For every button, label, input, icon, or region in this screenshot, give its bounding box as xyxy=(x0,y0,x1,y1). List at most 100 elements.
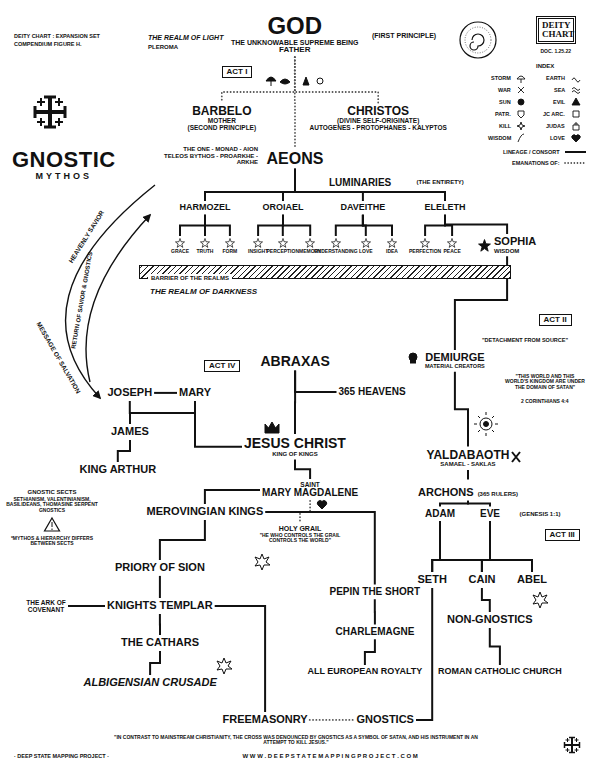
node-subtitle: "HE WHO CONTROLS THE GRAIL CONTROLS THE … xyxy=(254,533,346,544)
node-subtitle: MARY MAGDALENE xyxy=(262,488,358,499)
lineage-line xyxy=(295,371,336,392)
chart-label: MYTHOS xyxy=(36,172,93,182)
legend-sample xyxy=(565,162,586,164)
star-node: LOVE xyxy=(357,236,375,256)
star-symbol xyxy=(361,238,371,248)
node-name: SETH xyxy=(418,574,447,586)
dotted-connector xyxy=(294,57,296,147)
node-name: CHRISTOS xyxy=(310,105,447,118)
dotted-connector xyxy=(310,719,355,721)
savior-arcs xyxy=(66,185,155,398)
star-node: PERFECTION xyxy=(407,236,443,256)
legend-icon xyxy=(518,87,524,93)
name-node: MARY xyxy=(177,385,213,401)
lineage-line xyxy=(159,614,161,635)
chart-label: RETURN OF SAVIOR & GNOSTICS xyxy=(70,251,94,349)
legend-text: JUDAS xyxy=(546,123,565,129)
legend-text: PATR. xyxy=(495,111,511,117)
lineage-line xyxy=(336,215,363,236)
star-symbol xyxy=(278,238,287,247)
name-node: BARBELOMOTHER(SECOND PRINCIPLE) xyxy=(186,103,259,134)
name-node: KNIGHTS TEMPLAR xyxy=(105,598,215,614)
node-name: ACT IV xyxy=(209,362,235,371)
legend-text: LOVE xyxy=(550,135,565,141)
node-name: PEPIN THE SHORT xyxy=(330,587,421,598)
name-node: THE ARK OF COVENANT xyxy=(24,597,68,615)
name-node: GODTHE UNKNOWABLE SUPREME BEINGFATHER xyxy=(229,11,361,57)
node-name: GNOSTICS xyxy=(357,714,414,726)
node-subtitle: (DIVINE SELF-ORIGINATE) xyxy=(310,117,447,124)
name-node: SETH xyxy=(416,572,449,588)
chart-badge: DEITY CHART xyxy=(536,16,576,44)
god-icons xyxy=(266,77,276,81)
name-node: ARCHONS(365 RULERS) xyxy=(414,480,522,501)
chart-label: GNOSTIC SECTS xyxy=(28,489,77,496)
star-symbol xyxy=(306,238,315,247)
legend-text: WAR xyxy=(498,87,511,93)
star-symbol xyxy=(200,238,210,248)
node-name: ELELETH xyxy=(425,203,466,213)
name-node: PEPIN THE SHORT xyxy=(328,585,423,600)
star-symbol xyxy=(478,239,491,252)
lineage-line xyxy=(295,460,310,479)
legend-icon xyxy=(518,99,524,105)
savior-arcs xyxy=(86,215,150,382)
chart-label: LUMINARIES xyxy=(329,177,391,188)
legend-text: KILL xyxy=(499,123,511,129)
god-icons xyxy=(280,79,290,84)
legend-text: STORM xyxy=(491,75,511,81)
figure-icons xyxy=(317,501,326,509)
name-node: ABEL xyxy=(515,572,549,588)
lineage-line xyxy=(440,501,468,507)
chart-label: "THIS WORLD AND THIS WORLD'S KINGDOM ARE… xyxy=(505,374,585,391)
name-node: YALDABAOTHSAMAEL - SAKLAS xyxy=(425,447,512,470)
lineage-line xyxy=(440,521,532,572)
node-subtitle: FATHER xyxy=(231,46,359,55)
lineage-line xyxy=(265,512,375,585)
node-name: HOLY GRAIL xyxy=(254,525,346,533)
star-node: TRUTH xyxy=(195,236,216,256)
node-name: KING ARTHUR xyxy=(80,464,157,476)
node-name: LOVE xyxy=(359,249,373,254)
node-name: ABRAXAS xyxy=(261,354,330,369)
figure-icons xyxy=(52,522,53,530)
node-name: KNIGHTS TEMPLAR xyxy=(107,600,213,612)
node-name: JAMES xyxy=(111,426,149,438)
legend-text: WISDOM xyxy=(488,135,511,141)
lineage-line xyxy=(205,215,230,236)
dotted-connector xyxy=(295,57,378,102)
lineage-line xyxy=(432,521,440,572)
lineage-line xyxy=(294,371,296,434)
lineage-line xyxy=(154,392,177,394)
name-node: THE CATHARS xyxy=(119,635,201,651)
lineage-line xyxy=(482,588,490,612)
chart-label: INDEX xyxy=(536,63,554,70)
chart-label: THE ONE - MONAD - AION TELEOS BYTHOS - P… xyxy=(158,146,258,166)
star-symbol xyxy=(175,238,185,248)
chart-label: DOC. 1.25.22 xyxy=(541,49,572,55)
node-name: DAVEITHE xyxy=(341,203,386,213)
name-node: ABRAXAS xyxy=(259,352,332,371)
star-symbol xyxy=(387,238,397,248)
figure-icons xyxy=(411,360,416,363)
node-name: OROIAEL xyxy=(263,203,304,213)
figure-icons xyxy=(45,353,521,531)
name-node: HOLY GRAIL"HE WHO CONTROLS THE GRAIL CON… xyxy=(252,523,348,545)
name-node: KING ARTHUR xyxy=(78,462,159,478)
name-node: EVE xyxy=(478,507,502,522)
act-box: ACT II xyxy=(539,314,572,327)
chart-label: (FIRST PRINCIPLE) xyxy=(372,32,436,40)
legend-text: EARTH xyxy=(546,75,565,81)
name-node: PRIORY OF SION xyxy=(113,560,207,576)
node-name: PEACE xyxy=(444,249,461,254)
node-name: JOSEPH xyxy=(108,387,153,399)
lineage-line xyxy=(283,215,310,236)
figure-icons xyxy=(474,412,498,436)
legend-icon xyxy=(517,76,525,83)
star-symbol xyxy=(420,238,430,248)
name-node: SAINTMARY MAGDALENE xyxy=(260,479,360,501)
star-symbol xyxy=(278,238,288,248)
legend-icon xyxy=(518,111,524,118)
node-name: SAINT xyxy=(262,481,358,488)
